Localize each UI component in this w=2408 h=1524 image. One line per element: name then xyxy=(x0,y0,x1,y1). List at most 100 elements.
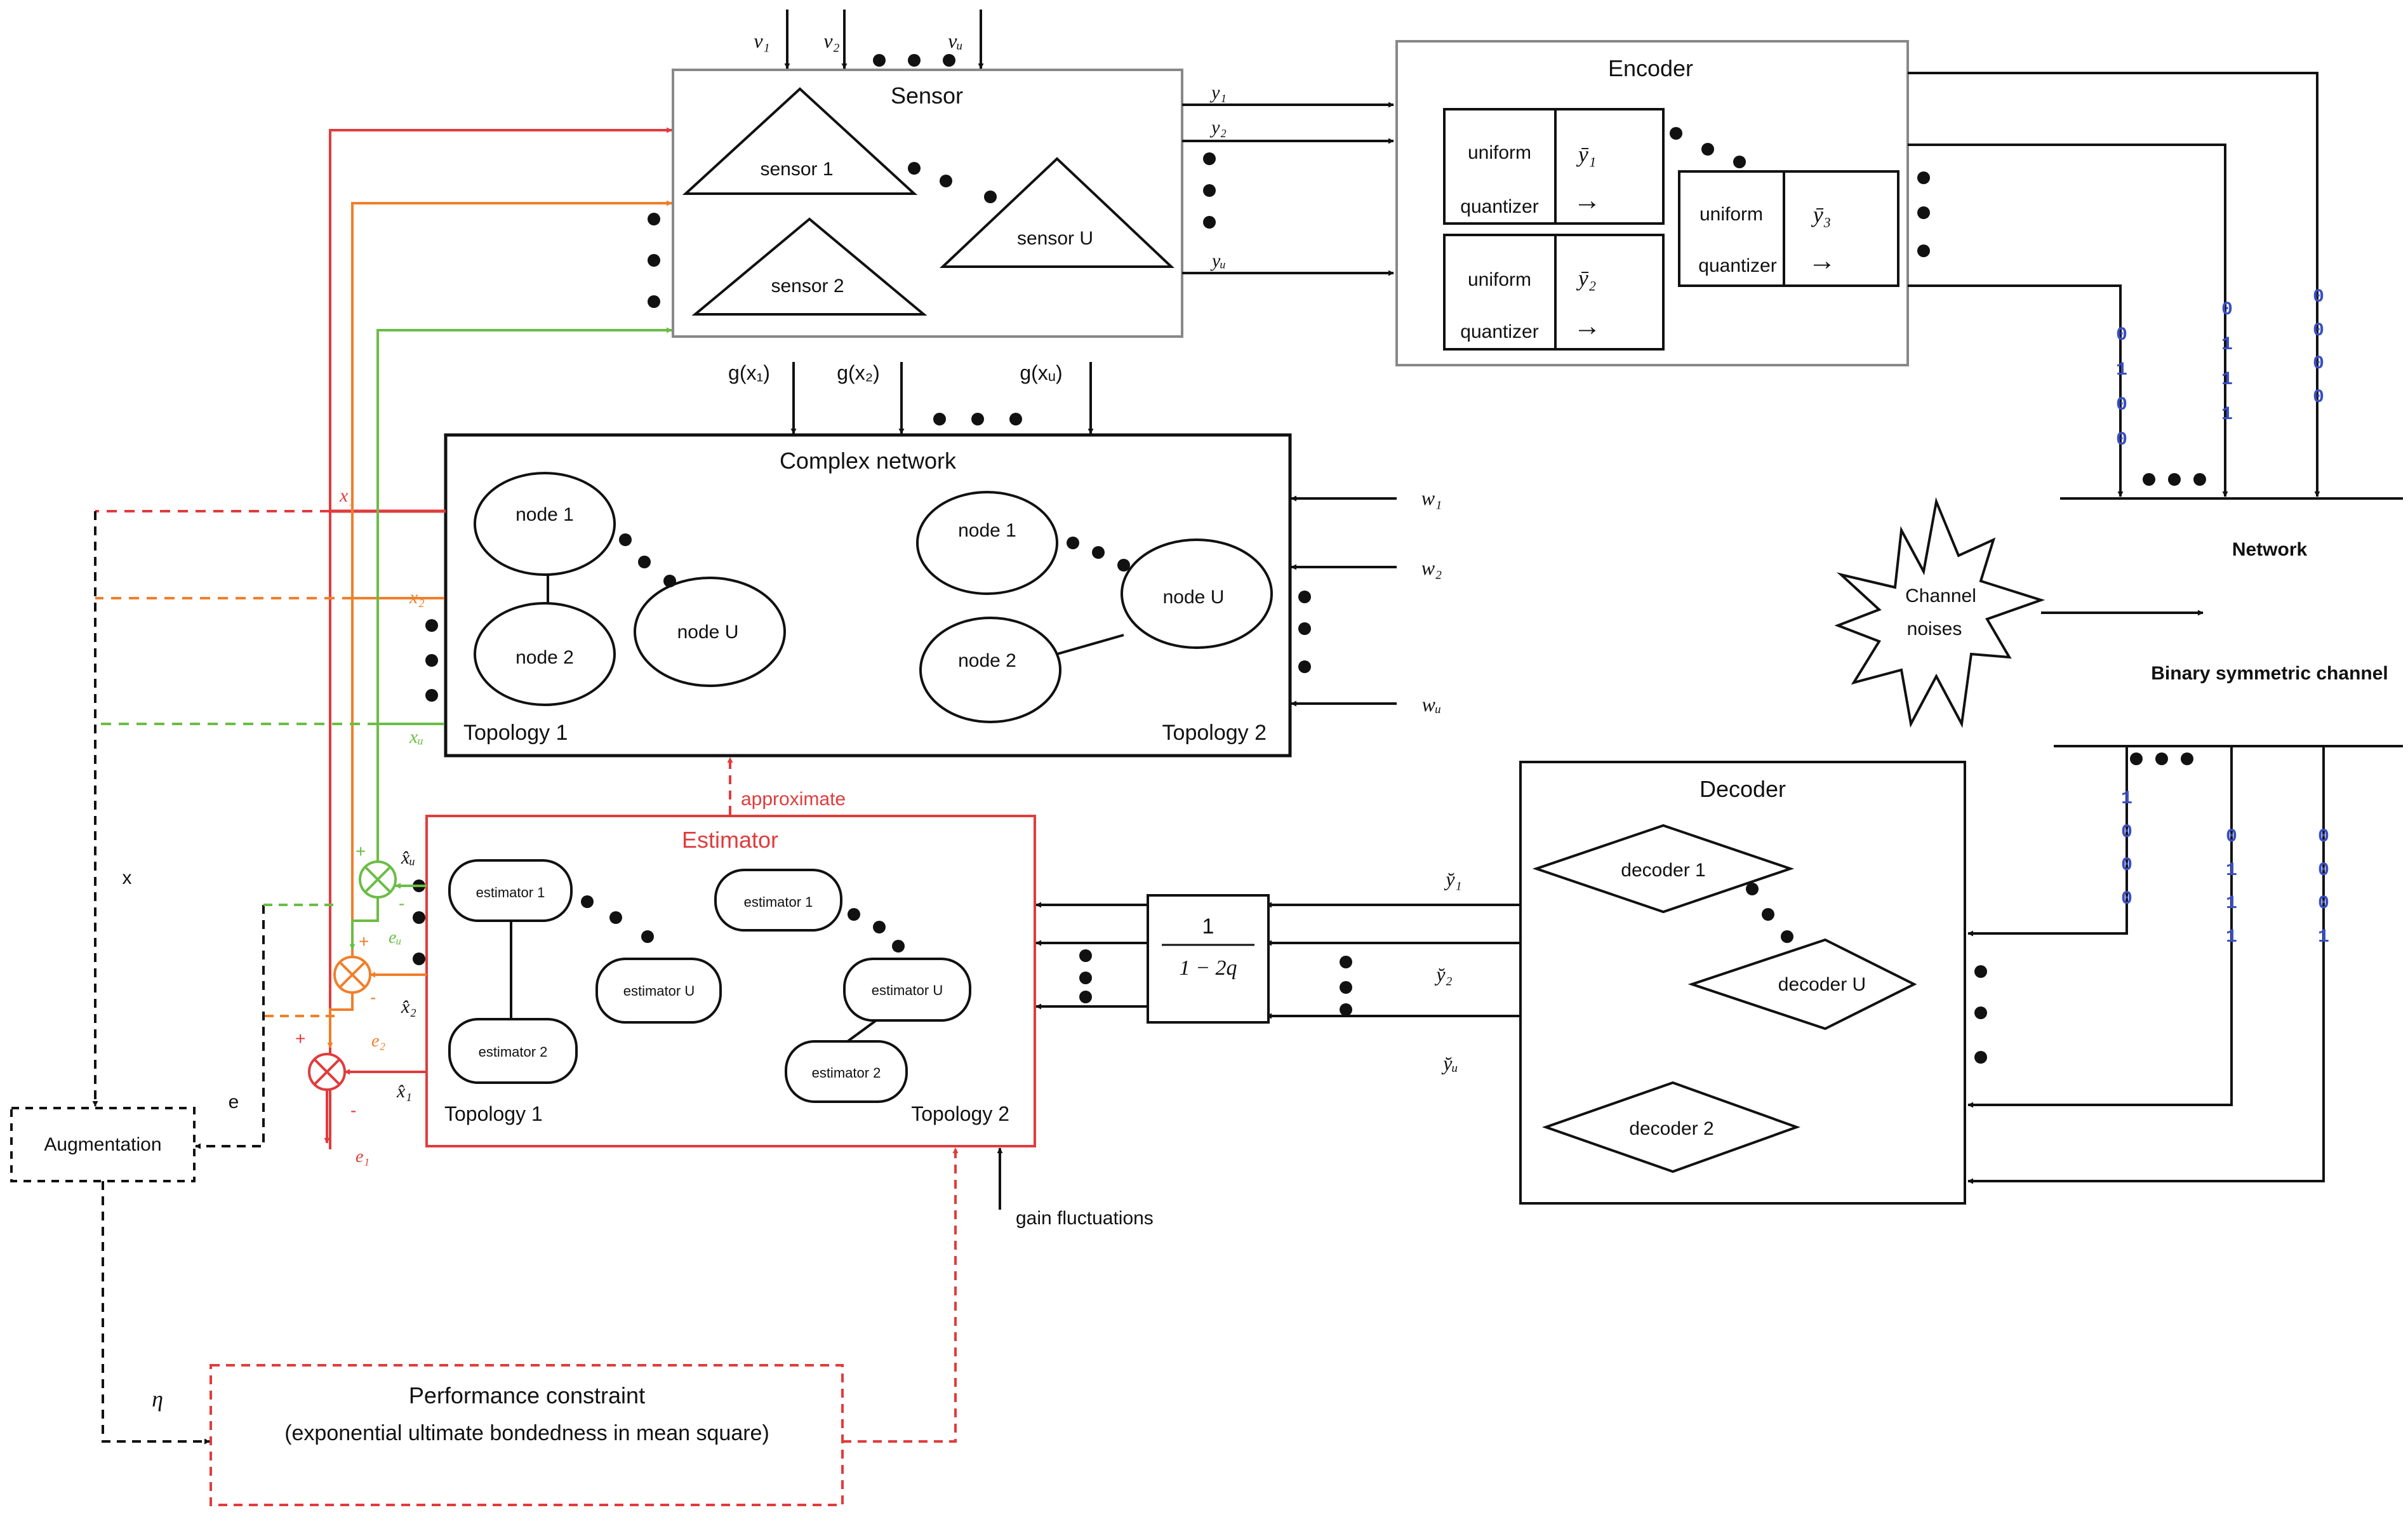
gain-fluctuations-label: gain fluctuations xyxy=(1016,1208,1154,1229)
input-v1-label: v₁ xyxy=(754,29,769,52)
decoder-output-u-label: y̆ᵤ xyxy=(1441,1052,1458,1074)
e-t2-estimator-2-label: estimator 2 xyxy=(812,1065,881,1081)
output-y1-label: y₁ xyxy=(1209,82,1227,103)
svg-text:0: 0 xyxy=(2318,860,2329,881)
svg-text:0: 0 xyxy=(2121,822,2132,843)
estimate-u-label: x̂ᵤ xyxy=(401,847,415,868)
quantizer-2-top: uniform xyxy=(1468,269,1531,290)
quantizer-3-symbol: ȳ₃ xyxy=(1811,202,1832,227)
svg-text:0: 0 xyxy=(2116,324,2127,346)
quantizer-1-top: uniform xyxy=(1468,142,1531,163)
sensor-outputs xyxy=(1182,102,1394,276)
encoder-output-dots xyxy=(1917,171,1930,257)
svg-text:0: 0 xyxy=(2116,394,2127,416)
svg-text:0: 0 xyxy=(2116,429,2127,451)
augmentation-block: Augmentation xyxy=(10,1107,196,1182)
network-top-dots xyxy=(2143,473,2206,486)
augmentation-dashed-links xyxy=(92,511,336,1445)
sensor-noise-inputs xyxy=(784,10,984,69)
bsc-label: Binary symmetric channel xyxy=(2151,663,2388,684)
decoder-1-shape xyxy=(1532,824,1795,914)
state-xu-label: xᵤ xyxy=(409,726,423,747)
decoder-u-shape xyxy=(1687,938,1917,1031)
compensation-to-estimator xyxy=(1035,902,1148,1010)
decoder-ellipsis-dots xyxy=(1746,883,1793,943)
topology-2-label: Topology 2 xyxy=(1162,721,1267,745)
quantizer-3: uniform quantizer ȳ₃ → xyxy=(1678,170,1899,287)
svg-text:0: 0 xyxy=(2313,387,2324,408)
g-x2-label: g(x₂) xyxy=(837,361,880,384)
sensor-2-label: sensor 2 xyxy=(771,276,844,297)
sum-1-minus: - xyxy=(350,1100,356,1120)
sensor-block: Sensor sensor 1 sensor 2 sensor U xyxy=(648,69,1183,338)
input-v2-label: v₂ xyxy=(823,29,839,52)
network-label: Network xyxy=(2232,539,2308,560)
decoder-box xyxy=(1519,761,1966,1205)
svg-text:0: 0 xyxy=(2318,826,2329,848)
decoder-1-label: decoder 1 xyxy=(1621,860,1705,881)
performance-line-1: Performance constraint xyxy=(409,1382,645,1408)
estimator-title: Estimator xyxy=(682,827,778,853)
error-1-label: e₁ xyxy=(356,1147,369,1166)
e-t2-estimator-1 xyxy=(714,869,842,932)
sum-u-plus: + xyxy=(356,841,366,861)
performance-line-2: (exponential ultimate bondedness in mean… xyxy=(284,1421,769,1445)
sensor-u-shape xyxy=(939,157,1175,268)
e-t1-estimator-2-label: estimator 2 xyxy=(479,1044,548,1060)
output-ellipsis-dots xyxy=(1203,152,1216,229)
e-t2-estimator-u-label: estimator U xyxy=(872,982,943,998)
performance-constraint-box xyxy=(210,1364,844,1506)
channel-noises-burst: Channel noises xyxy=(1834,497,2045,728)
encoder-box xyxy=(1395,40,1909,366)
quantizer-3-top: uniform xyxy=(1700,204,1763,225)
g-x1-label: g(x₁) xyxy=(728,361,770,384)
sensor-2-shape xyxy=(691,217,928,316)
decoder-u-label: decoder U xyxy=(1778,974,1866,995)
encoder-ellipsis-dots xyxy=(1670,127,1746,168)
compensation-block: 1 1 − 2q xyxy=(1147,894,1270,1024)
noise-ellipsis-dots xyxy=(1298,591,1311,673)
decoder-output-2-label: y̆₂ xyxy=(1434,963,1452,986)
svg-text:0: 0 xyxy=(2226,826,2237,848)
augmentation-x-label: x xyxy=(123,867,132,888)
svg-text:1: 1 xyxy=(2226,893,2237,914)
quantizer-1: uniform quantizer ȳ₁ → xyxy=(1443,108,1665,225)
e-t2-ellipsis-dots xyxy=(848,908,905,952)
noise-w2-label: w₂ xyxy=(1421,556,1442,579)
svg-text:0: 0 xyxy=(2221,299,2233,321)
g-xu-label: g(xᵤ) xyxy=(1020,361,1062,384)
decoder-input-dots xyxy=(1974,965,1987,1064)
sensor-box xyxy=(672,69,1183,338)
svg-text:1: 1 xyxy=(2221,369,2233,391)
svg-text:0: 0 xyxy=(2121,855,2132,876)
channel-noises-label-2: noises xyxy=(1907,618,1962,639)
performance-to-estimator-link xyxy=(842,1147,959,1443)
t2-node-2-label: node 2 xyxy=(958,650,1016,671)
bits-in-column-3: 0 0 0 0 xyxy=(2313,286,2324,408)
sensor-u-label: sensor U xyxy=(1017,228,1093,249)
sensor-ellipsis-dots xyxy=(648,162,997,308)
e-t2-estimator-2 xyxy=(785,1040,908,1103)
e-t1-estimator-u xyxy=(595,958,722,1024)
state-x2-label: x₂ xyxy=(409,587,425,608)
estimate-1-label: x̂₁ xyxy=(396,1081,412,1102)
error-2-label: e₂ xyxy=(371,1031,385,1051)
decoder-2-label: decoder 2 xyxy=(1629,1118,1713,1139)
e-topology-2-label: Topology 2 xyxy=(911,1102,1009,1125)
e-t2-estimator-1-label: estimator 1 xyxy=(744,894,813,910)
input-vu-label: vᵤ xyxy=(948,29,963,52)
quantizer-2-arrow: → xyxy=(1573,311,1601,342)
input-ellipsis-dots xyxy=(873,54,955,67)
complex-network-title: Complex network xyxy=(780,448,957,474)
bits-out-column-1: 1 0 0 0 xyxy=(2121,788,2132,910)
svg-text:0: 0 xyxy=(2313,353,2324,375)
decoder-output-dots xyxy=(1340,956,1352,1016)
gx-ellipsis-dots xyxy=(933,413,1022,425)
t1-node-1 xyxy=(474,472,616,576)
encoder-to-network-lines xyxy=(1908,72,2403,500)
output-y2-label: y₂ xyxy=(1209,117,1227,138)
decoder-2-shape xyxy=(1541,1081,1800,1173)
network-to-decoder-lines xyxy=(1967,745,2403,1184)
t2-ellipsis-dots xyxy=(1067,537,1130,572)
quantizer-3-arrow: → xyxy=(1808,245,1836,276)
